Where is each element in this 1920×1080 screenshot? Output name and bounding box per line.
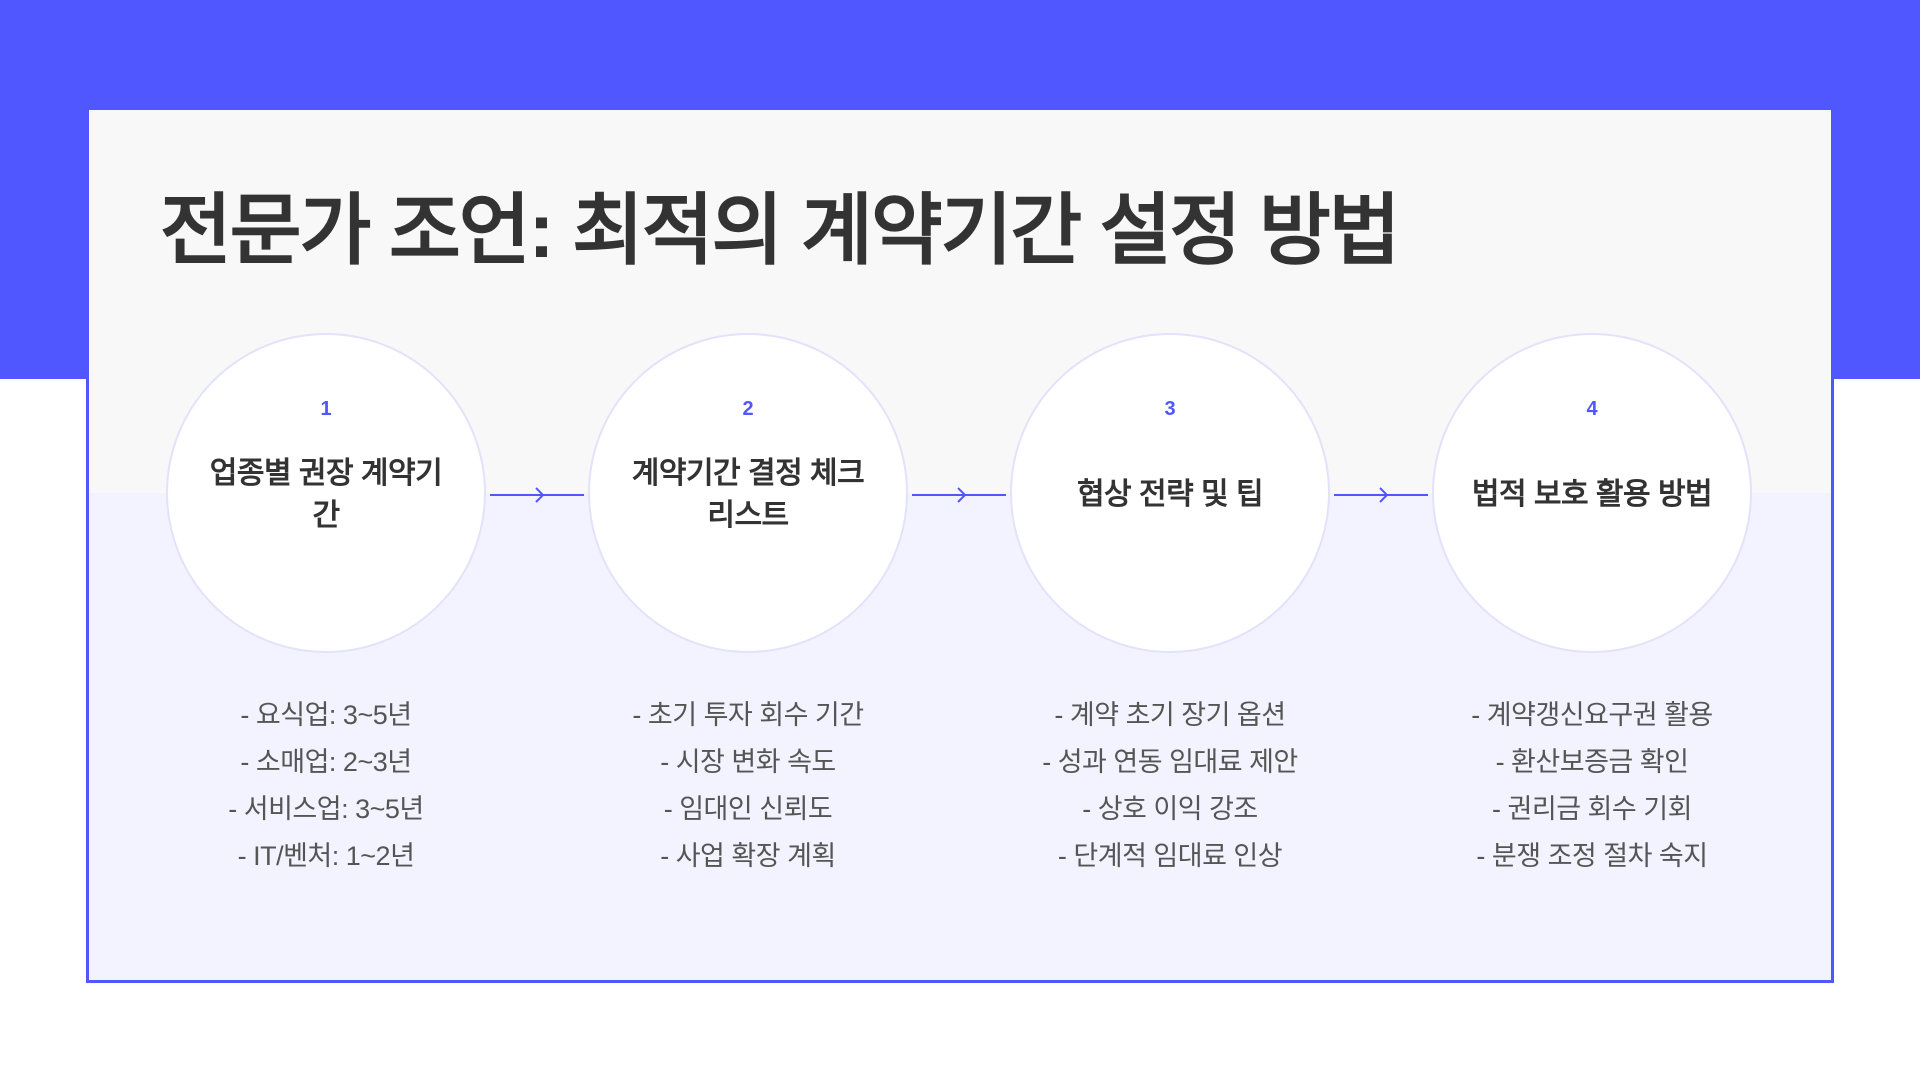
detail-item: - 분쟁 조정 절차 숙지 (1476, 841, 1708, 871)
detail-item: - 계약갱신요구권 활용 (1471, 700, 1713, 730)
detail-item: - 시장 변화 속도 (660, 747, 836, 777)
step-number: 3 (1164, 398, 1176, 420)
detail-item: - 서비스업: 3~5년 (228, 794, 424, 824)
step-title: 계약기간 결정 체크리스트 (631, 457, 865, 532)
step-title: 업종별 권장 계약기간 (209, 457, 443, 532)
step-circle-2: 2 계약기간 결정 체크리스트 (588, 333, 908, 653)
step-title: 법적 보호 활용 방법 (1471, 478, 1713, 511)
detail-item: - 임대인 신뢰도 (663, 794, 833, 824)
step-title: 협상 전략 및 팁 (1076, 478, 1264, 511)
step-number: 1 (320, 398, 332, 420)
step-details-1: - 요식업: 3~5년 - 소매업: 2~3년 - 서비스업: 3~5년 - I… (166, 692, 486, 880)
detail-item: - 성과 연동 임대료 제안 (1042, 747, 1298, 777)
page-title: 전문가 조언: 최적의 계약기간 설정 방법 (160, 186, 1400, 274)
detail-item: - 소매업: 2~3년 (240, 747, 412, 777)
detail-item: - 단계적 임대료 인상 (1057, 841, 1283, 871)
arrow-right-icon (490, 487, 584, 503)
step-circle-1: 1 업종별 권장 계약기간 (166, 333, 486, 653)
step-number: 2 (742, 398, 754, 420)
step-circle-4: 4 법적 보호 활용 방법 (1432, 333, 1752, 653)
step-circle-3: 3 협상 전략 및 팁 (1010, 333, 1330, 653)
detail-item: - 사업 확장 계획 (660, 841, 836, 871)
detail-item: - 상호 이익 강조 (1082, 794, 1258, 824)
step-number: 4 (1586, 398, 1598, 420)
detail-item: - 요식업: 3~5년 (240, 700, 412, 730)
step-details-4: - 계약갱신요구권 활용 - 환산보증금 확인 - 권리금 회수 기회 - 분쟁… (1432, 692, 1752, 880)
step-details-3: - 계약 초기 장기 옵션 - 성과 연동 임대료 제안 - 상호 이익 강조 … (1010, 692, 1330, 880)
arrow-right-icon (912, 487, 1006, 503)
step-details-2: - 초기 투자 회수 기간 - 시장 변화 속도 - 임대인 신뢰도 - 사업 … (588, 692, 908, 880)
detail-item: - IT/벤처: 1~2년 (237, 841, 415, 871)
detail-item: - 권리금 회수 기회 (1492, 794, 1692, 824)
arrow-right-icon (1334, 487, 1428, 503)
detail-item: - 초기 투자 회수 기간 (632, 700, 864, 730)
detail-item: - 환산보증금 확인 (1495, 747, 1689, 777)
detail-item: - 계약 초기 장기 옵션 (1054, 700, 1286, 730)
